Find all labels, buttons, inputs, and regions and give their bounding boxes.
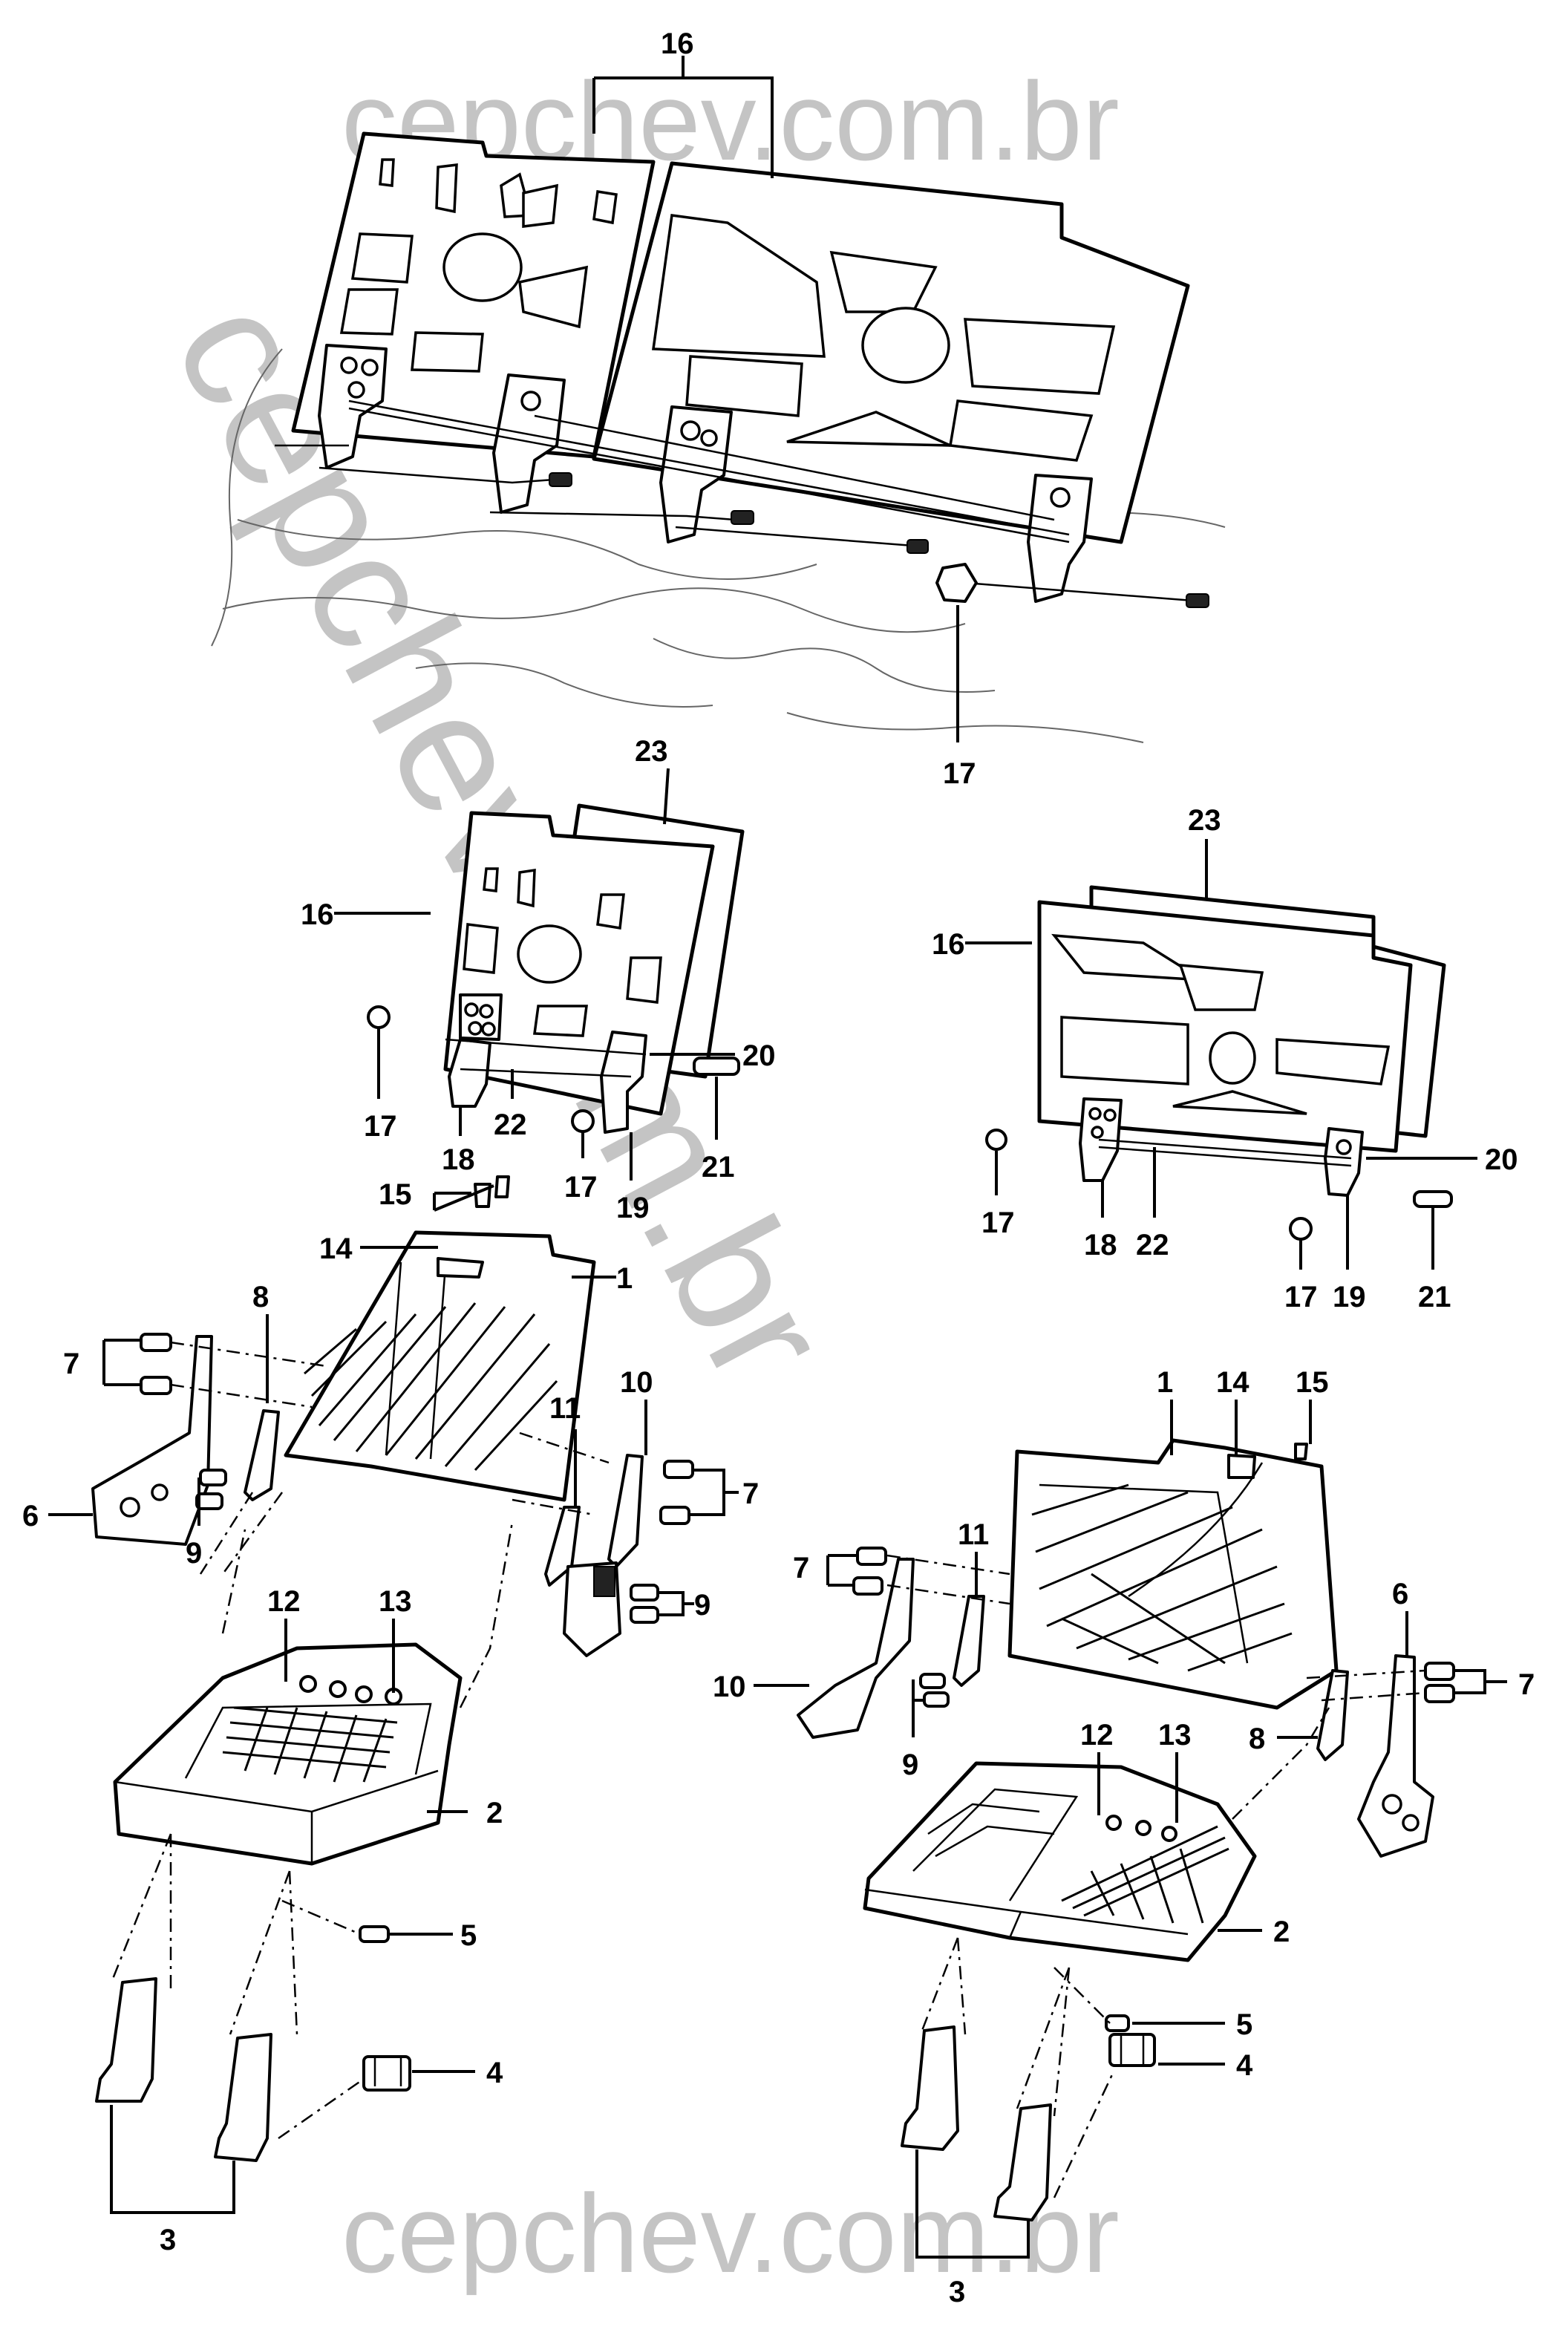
watermark-bottom: cepchev.com.br: [342, 2171, 1120, 2296]
callout-7-left-a: 7: [63, 1348, 79, 1380]
callout-21-left-mid: 21: [702, 1151, 735, 1183]
callout-18-right-mid: 18: [1084, 1229, 1117, 1261]
callout-16-right-mid: 16: [932, 928, 965, 961]
callout-23-right-mid: 23: [1188, 804, 1221, 837]
callout-9-right: 9: [902, 1749, 918, 1781]
callout-9-left-a: 9: [186, 1537, 202, 1570]
callout-16-top: 16: [661, 27, 694, 60]
callout-22-left-mid: 22: [494, 1109, 527, 1141]
seat-assembly-left: [91, 1175, 694, 2162]
callout-4-right: 4: [1236, 2049, 1253, 2082]
hinge-brackets-top: [318, 344, 1093, 603]
callout-20-right-mid: 20: [1485, 1143, 1518, 1176]
callout-17-left-mid-b: 17: [564, 1171, 598, 1204]
callout-7-left-b: 7: [742, 1478, 759, 1510]
callout-5-left: 5: [460, 1919, 477, 1952]
callout-19-right-mid: 19: [1333, 1281, 1366, 1313]
callout-14-left: 14: [319, 1232, 353, 1265]
callout-15-left: 15: [379, 1178, 412, 1211]
callout-4-left: 4: [486, 2057, 503, 2089]
callout-10-left: 10: [620, 1366, 653, 1399]
callout-21-right-mid: 21: [1418, 1281, 1451, 1313]
callout-12-left: 12: [267, 1585, 301, 1618]
callout-11-right: 11: [958, 1518, 989, 1551]
callout-1-right: 1: [1157, 1366, 1173, 1399]
callout-8-right: 8: [1249, 1723, 1265, 1755]
callout-2-left: 2: [486, 1797, 503, 1829]
callout-9-left-b: 9: [694, 1589, 710, 1622]
seatback-assembly-left-mid: [367, 803, 745, 1134]
callout-7-right-b: 7: [1518, 1668, 1535, 1701]
seatback-panel-right-top: [592, 161, 1190, 544]
vehicle-outline: [211, 348, 1226, 743]
callout-15-right: 15: [1296, 1366, 1329, 1399]
callout-11-left: 11: [549, 1392, 581, 1425]
callout-1-left: 1: [616, 1262, 633, 1295]
callout-16-left-mid: 16: [301, 898, 334, 931]
callout-22-right-mid: 22: [1136, 1229, 1169, 1261]
callout-20-left-mid: 20: [742, 1039, 776, 1072]
callout-6-right: 6: [1392, 1578, 1408, 1610]
callout-19-left-mid: 19: [616, 1192, 650, 1224]
callout-5-right: 5: [1236, 2008, 1252, 2041]
callout-7-right-a: 7: [793, 1552, 809, 1584]
callout-13-left: 13: [379, 1585, 412, 1618]
callout-17-right-mid-a: 17: [981, 1207, 1015, 1239]
callout-2-right: 2: [1273, 1916, 1290, 1948]
callout-14-right: 14: [1216, 1366, 1250, 1399]
callout-6-left: 6: [22, 1500, 39, 1532]
callout-17-right-mid-b: 17: [1284, 1281, 1318, 1313]
callout-13-right: 13: [1158, 1719, 1192, 1751]
callout-10-right: 10: [713, 1671, 746, 1703]
callout-3-left: 3: [160, 2224, 176, 2256]
callout-8-left: 8: [252, 1281, 269, 1313]
callout-12-right: 12: [1080, 1719, 1114, 1751]
callout-17-left-mid-a: 17: [364, 1110, 397, 1143]
callout-23-left-mid: 23: [635, 735, 668, 768]
seatback-assembly-right-mid: [985, 885, 1453, 1241]
seat-assembly-right: [797, 1438, 1455, 2221]
callout-3-right: 3: [949, 2276, 965, 2308]
fastener-lines-top: [275, 444, 1209, 608]
callout-17-top: 17: [943, 757, 976, 790]
callout-18-left-mid: 18: [442, 1143, 475, 1176]
